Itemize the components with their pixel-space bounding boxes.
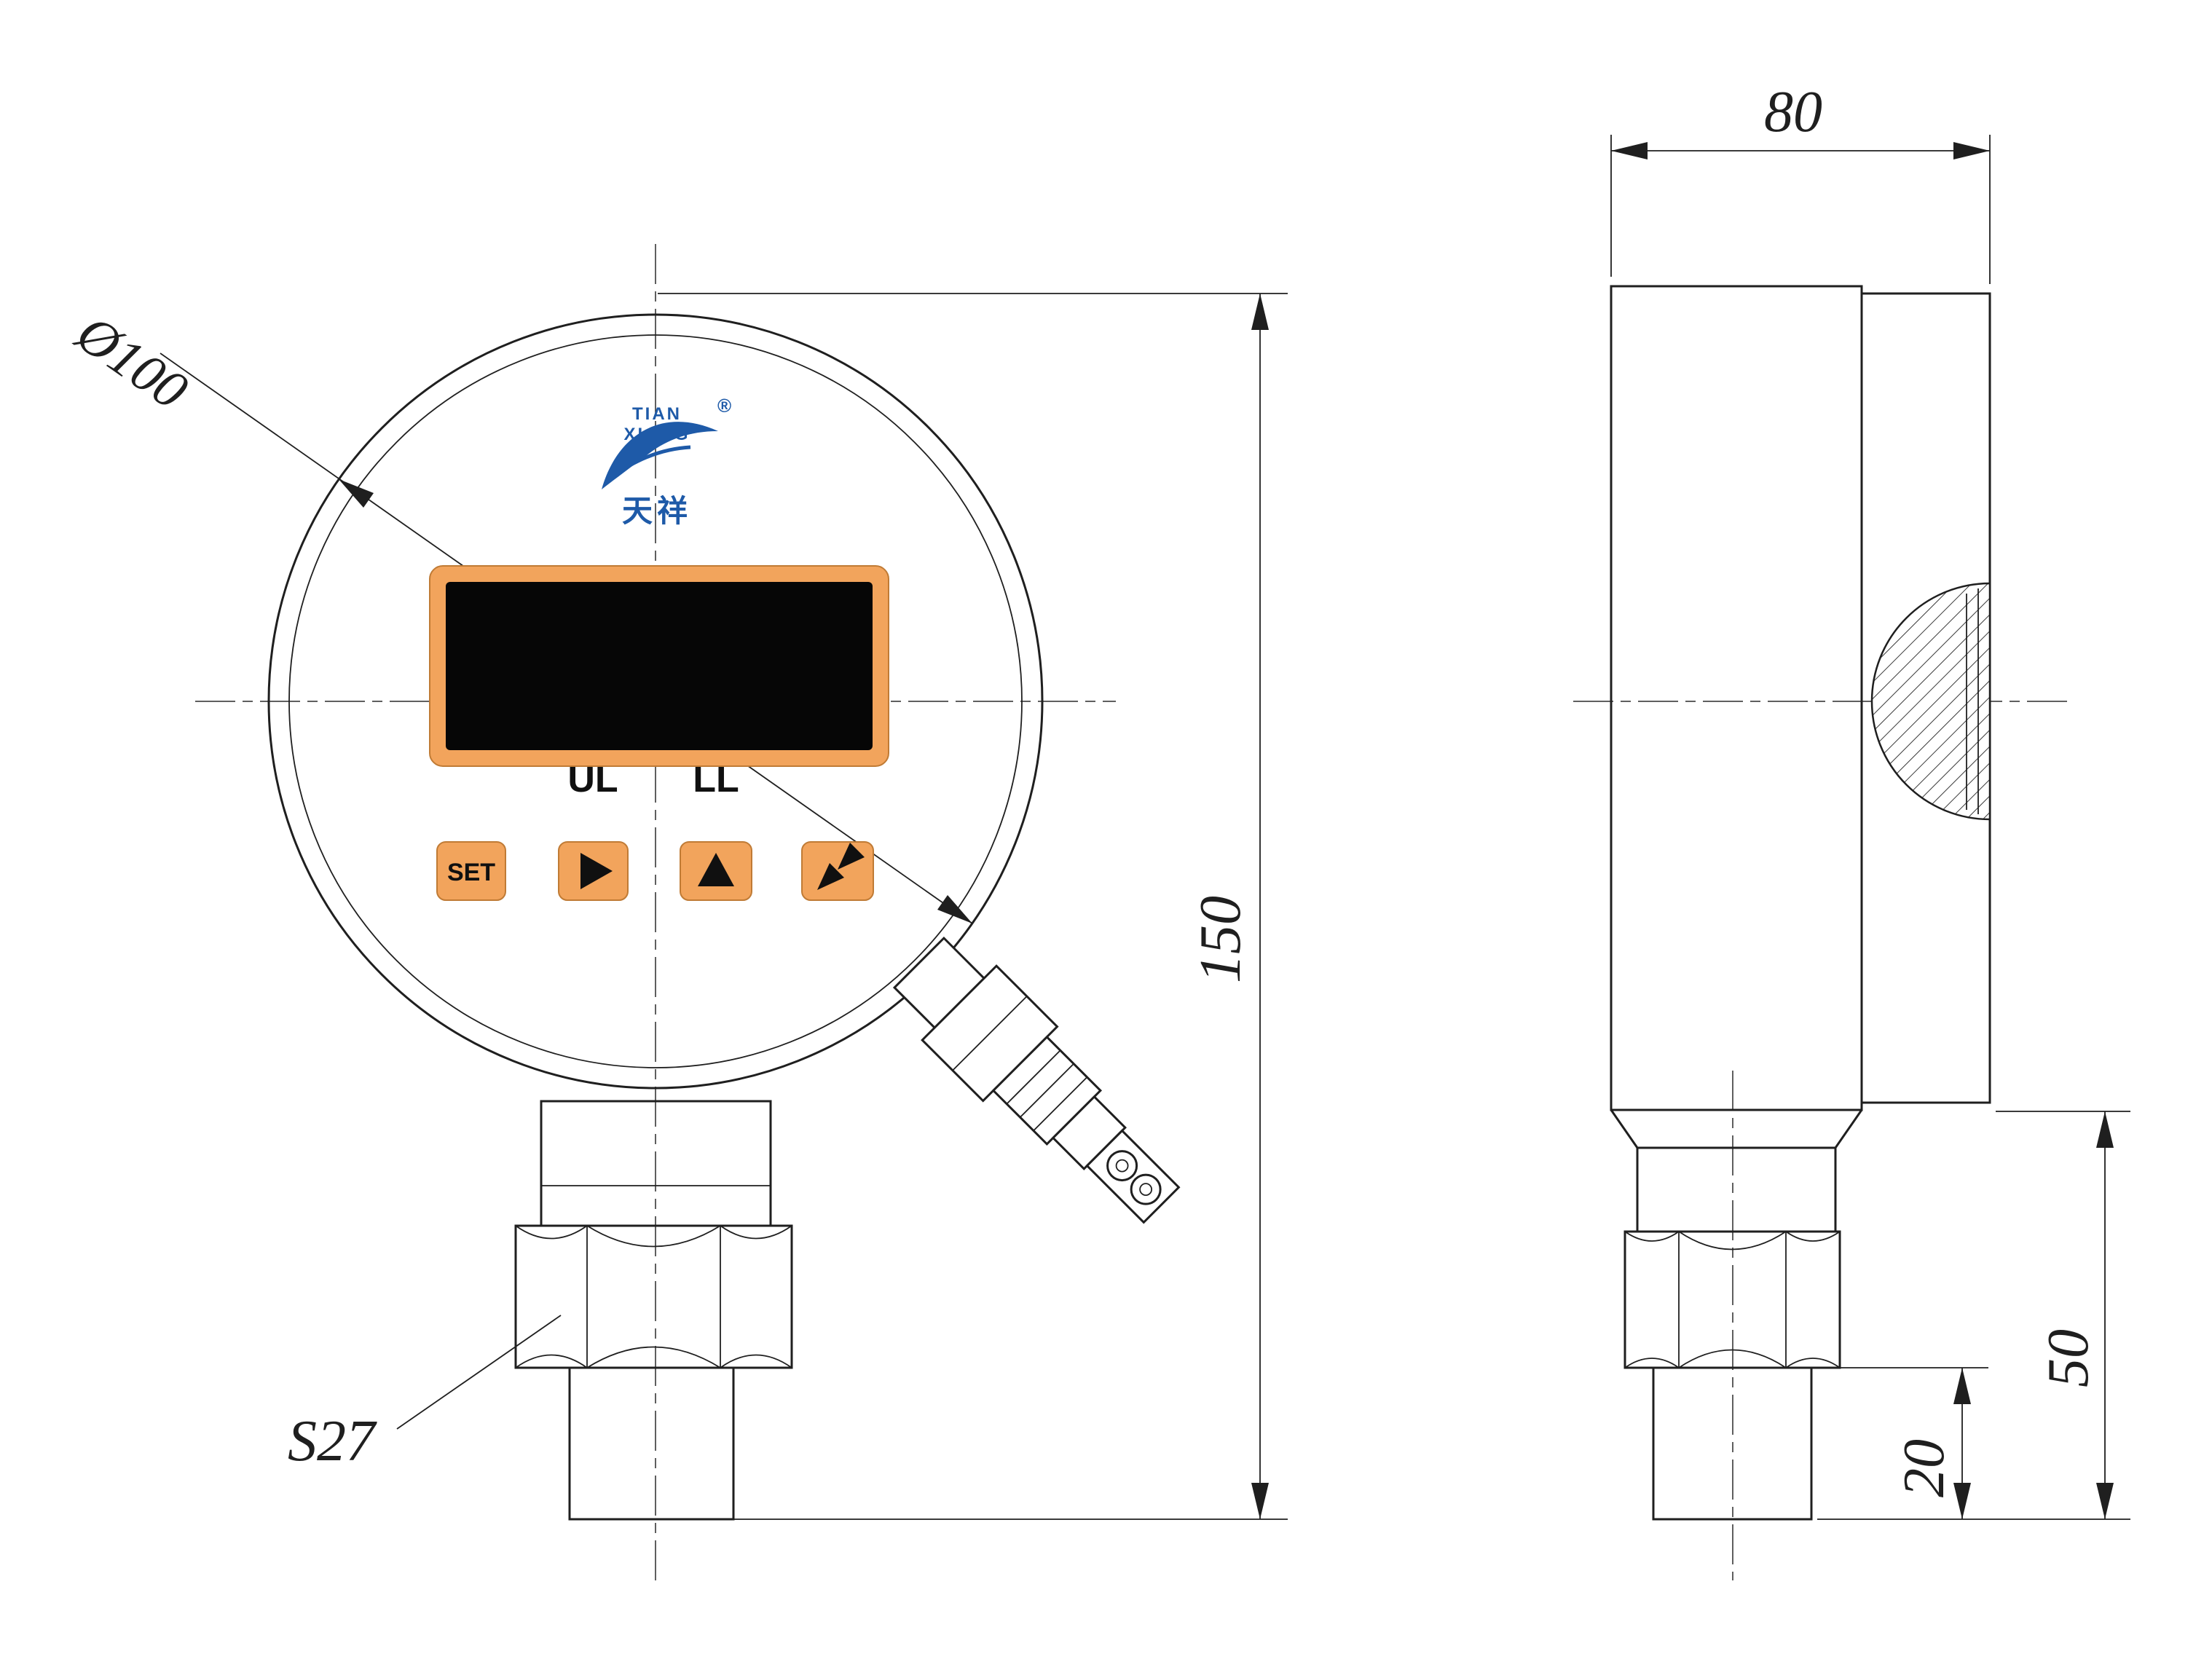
diameter-arrow-lower xyxy=(937,895,972,923)
arrow-50-top xyxy=(2096,1111,2114,1148)
arrow-80-right xyxy=(1953,142,1990,159)
hex-side-chamfer-tr xyxy=(1785,1231,1841,1242)
case-side xyxy=(1610,285,1863,1111)
dimension-150: 150 xyxy=(1189,896,1253,983)
logo-swoosh-line xyxy=(618,445,691,474)
arrow-50-bottom xyxy=(2096,1483,2114,1519)
hex-side-chamfer-bl xyxy=(1624,1358,1680,1368)
front-view: TIAN XIANG ® 天祥 UL LL Ø100 SET xyxy=(65,244,1288,1580)
diameter-arrow-upper xyxy=(339,479,374,508)
height-dimension: 150 xyxy=(658,293,1288,1520)
gland-hole-2-inner xyxy=(1139,1183,1153,1197)
gland-hole-1 xyxy=(1106,1150,1138,1182)
dimension-s27: S27 xyxy=(288,1409,377,1473)
hex-chamfer-bottom xyxy=(586,1346,721,1368)
wrench-size-callout: S27 xyxy=(288,1315,562,1473)
neck-taper xyxy=(1610,1109,1863,1149)
bezel-inner-circle xyxy=(288,334,1023,1068)
hex-chamfer-tl xyxy=(515,1225,588,1240)
hex-chamfer-tr xyxy=(720,1225,792,1240)
right-triangle-icon xyxy=(580,853,613,889)
arrow-150-top xyxy=(1251,294,1269,330)
display-screen xyxy=(446,582,873,750)
set-button-label: SET xyxy=(447,859,495,886)
stem xyxy=(1636,1146,1837,1233)
thread-dimension: 20 xyxy=(1817,1367,1988,1519)
hex-side-chamfer-tl xyxy=(1624,1231,1680,1242)
dimension-diameter: Ø100 xyxy=(65,303,198,421)
bezel-outer-circle xyxy=(267,313,1044,1090)
set-button xyxy=(436,841,506,901)
logo-chinese-name: 天祥 xyxy=(622,494,692,528)
depth-dimension: 80 xyxy=(1610,80,1991,284)
gland-thread-1 xyxy=(1006,1049,1061,1105)
gland-nut-facet xyxy=(952,996,1028,1071)
arrow-80-left xyxy=(1611,142,1648,159)
enter-arrow-icon xyxy=(817,863,844,890)
gland-hole-2 xyxy=(1130,1173,1162,1205)
logo-swoosh-icon xyxy=(602,422,718,489)
enter-arrow-icon-2 xyxy=(838,843,865,870)
gland-thread-3 xyxy=(1033,1076,1088,1132)
hex-chamfer-br xyxy=(720,1354,792,1368)
side-view: 80 50 20 xyxy=(1573,80,2130,1580)
dimension-80: 80 xyxy=(1764,80,1822,144)
hex-side-chamfer-br xyxy=(1785,1358,1841,1368)
brand-logo: TIAN XIANG ® 天祥 xyxy=(602,395,731,528)
front-stem-assembly xyxy=(514,1100,793,1521)
hex-side-chamfer-top xyxy=(1678,1231,1787,1250)
hex-chamfer-bl xyxy=(515,1354,588,1368)
registered-trademark-icon: ® xyxy=(717,395,731,417)
stem-dimension: 50 xyxy=(1817,1111,2130,1520)
gland-hole-1-inner xyxy=(1115,1159,1129,1173)
keypad: SET xyxy=(436,841,874,901)
hex-chamfer-top xyxy=(586,1225,721,1248)
dimension-20: 20 xyxy=(1892,1439,1956,1497)
thread-stub xyxy=(568,1366,735,1521)
lcd-display xyxy=(429,565,889,767)
dimension-50: 50 xyxy=(2036,1329,2101,1387)
arrow-20-top xyxy=(1953,1368,1971,1404)
s27-leader-line xyxy=(396,1315,562,1430)
side-stem-assembly xyxy=(1610,1109,1863,1521)
cable-gland xyxy=(892,936,1181,1224)
up-triangle-icon xyxy=(698,853,734,886)
hex-side-chamfer-bottom xyxy=(1678,1349,1787,1368)
arrow-20-bottom xyxy=(1953,1483,1971,1519)
arrow-150-bottom xyxy=(1251,1483,1269,1519)
thread-stub-side xyxy=(1652,1366,1813,1521)
gland-side-hatched xyxy=(1870,582,1991,821)
logo-text-line1: TIAN xyxy=(632,404,682,424)
gland-thread-2 xyxy=(1019,1063,1074,1118)
